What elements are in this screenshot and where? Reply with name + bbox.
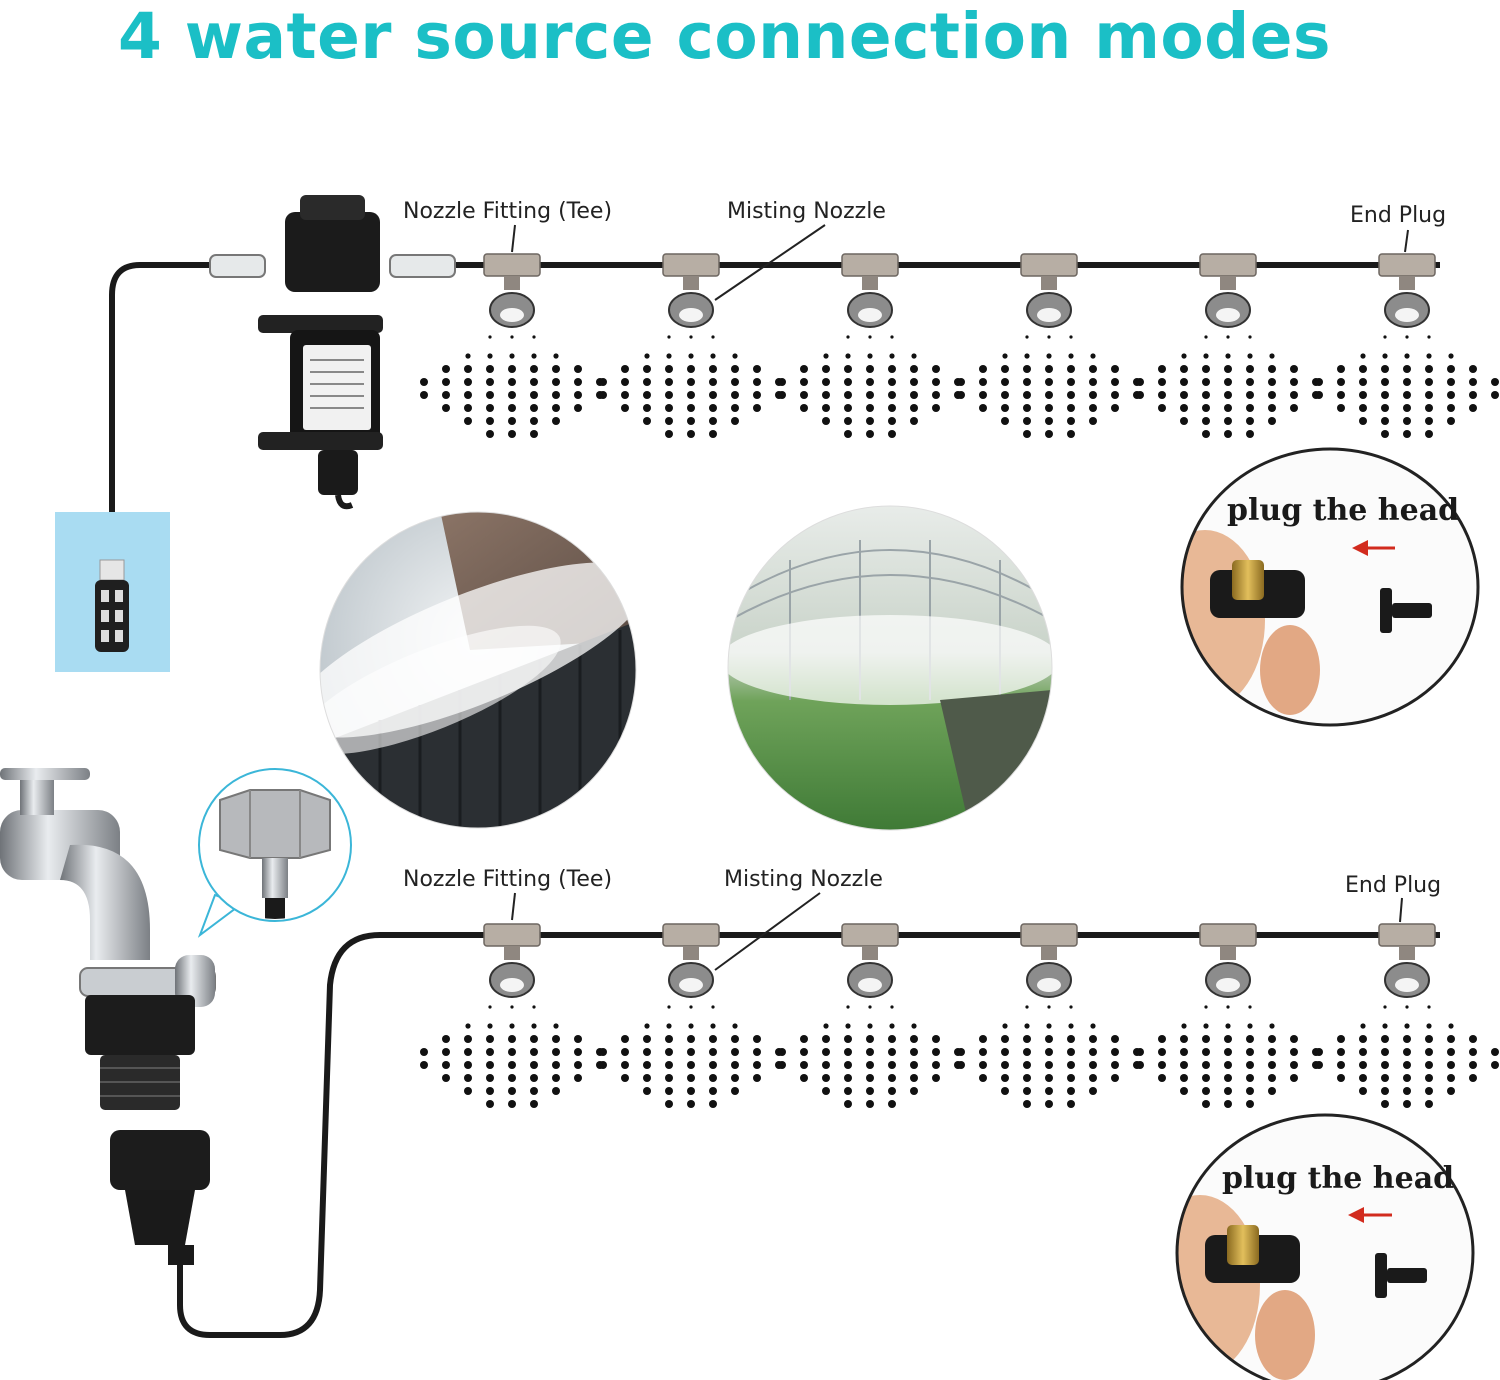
nozzle-assembly (778, 923, 962, 1108)
water-tank-icon (55, 512, 170, 672)
bottom-nozzle-row (420, 923, 1499, 1108)
hose-connector-callout (197, 768, 352, 938)
bottom-tee-label: Nozzle Fitting (Tee) (403, 867, 612, 892)
bottom-tee-pointer (511, 892, 516, 921)
plug-head-inset-top: plug the head (1180, 447, 1480, 727)
top-nozzle-pointer (714, 224, 826, 301)
pump-connector-right (389, 254, 456, 278)
nozzle-assembly (957, 923, 1141, 1108)
top-tee-pointer (511, 224, 516, 253)
top-nozzle-label: Misting Nozzle (727, 199, 886, 224)
nozzle-assembly (1315, 253, 1499, 438)
top-end-plug-pointer (1404, 229, 1409, 253)
nozzle-assembly (1315, 923, 1499, 1108)
top-intake-tube (109, 262, 220, 575)
bottom-nozzle-label: Misting Nozzle (724, 867, 883, 892)
pump-connector-left (209, 254, 266, 278)
nozzle-assembly (420, 253, 604, 438)
nozzle-assembly (1136, 253, 1320, 438)
bottom-end-plug-pointer (1399, 897, 1403, 923)
bottom-main-tube (177, 932, 1440, 1338)
top-end-plug-label: End Plug (1350, 203, 1446, 228)
nozzle-assembly (599, 253, 783, 438)
building-mist-photo (320, 512, 636, 828)
plug-head-caption-bottom: plug the head (1222, 1161, 1454, 1196)
plug-head-inset-bottom: plug the head (1175, 1113, 1475, 1380)
nozzle-assembly (420, 923, 604, 1108)
greenhouse-mist-photo (728, 506, 1052, 830)
pump-icon (258, 195, 383, 510)
top-nozzle-row (420, 253, 1499, 438)
plug-head-caption-top: plug the head (1227, 493, 1459, 528)
top-tee-label: Nozzle Fitting (Tee) (403, 199, 612, 224)
page-title: 4 water source connection modes (118, 0, 1331, 73)
nozzle-assembly (1136, 923, 1320, 1108)
nozzle-assembly (778, 253, 962, 438)
nozzle-assembly (599, 923, 783, 1108)
bottom-end-plug-label: End Plug (1345, 873, 1441, 898)
nozzle-assembly (957, 253, 1141, 438)
bottom-nozzle-pointer (714, 892, 821, 971)
faucet-icon (0, 768, 216, 1265)
